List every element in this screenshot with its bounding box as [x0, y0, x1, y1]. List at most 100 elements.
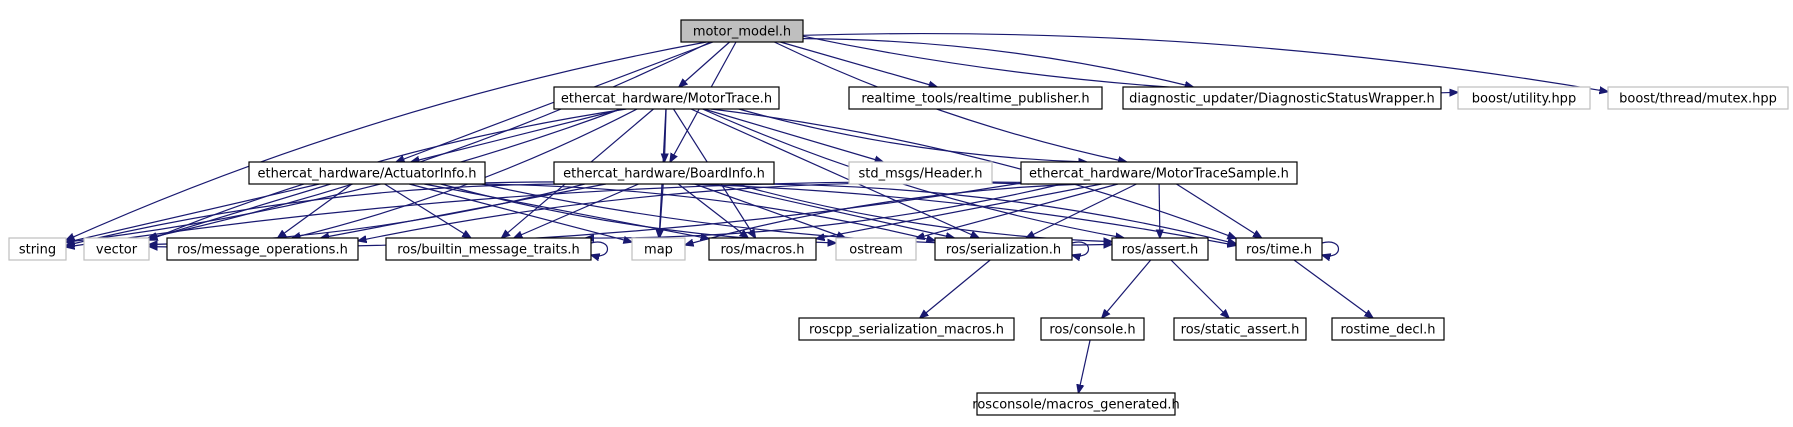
node-box	[1607, 86, 1789, 110]
node-box	[631, 237, 686, 261]
edge-motor_model-to-diag	[802, 38, 1193, 87]
node-rosconsole-macros[interactable]: rosconsole/macros_generated.h	[972, 392, 1180, 416]
node-motor-model[interactable]: motor_model.h	[680, 19, 804, 43]
edge-time-to-rostime_decl	[1293, 259, 1373, 318]
node-box	[8, 237, 67, 261]
edge-motor_model-to-string	[66, 41, 707, 240]
edge-motor_model-to-vector	[148, 41, 711, 238]
node-box	[848, 86, 1103, 110]
edge-actuatorinfo-to-string	[66, 183, 320, 242]
node-box	[976, 392, 1176, 416]
node-box	[385, 237, 592, 261]
node-boardinfo[interactable]: ethercat_hardware/BoardInfo.h	[553, 161, 775, 185]
node-box	[1040, 317, 1145, 341]
edge-motortrace-to-actuatorinfo	[411, 108, 623, 162]
edge-serialization-to-serialization	[1072, 241, 1089, 256]
node-label: ros/builtin_message_traits.h	[397, 243, 580, 258]
node-label: vector	[96, 243, 138, 258]
node-label: ethercat_hardware/BoardInfo.h	[563, 167, 765, 182]
edge-actuatorinfo-to-macros	[424, 183, 709, 239]
node-label: ethercat_hardware/MotorTraceSample.h	[1029, 167, 1289, 182]
edge-tracesample-to-macros	[816, 183, 1102, 239]
edge-boardinfo-to-time	[752, 183, 1236, 244]
node-macros[interactable]: ros/macros.h	[708, 237, 817, 261]
edge-builtin-to-builtin	[591, 241, 608, 256]
node-label: rosconsole/macros_generated.h	[972, 398, 1179, 413]
node-box	[166, 237, 359, 261]
edge-boardinfo-to-string	[66, 183, 574, 246]
edge-tracesample-to-time	[1176, 183, 1261, 238]
header-nodes: motor_model.h ethercat_hardware/MotorTrac…	[8, 19, 1789, 416]
node-console[interactable]: ros/console.h	[1040, 317, 1145, 341]
node-rt-pub[interactable]: realtime_tools/realtime_publisher.h	[848, 86, 1103, 110]
node-ostream: ostream	[835, 237, 917, 261]
node-label: ethercat_hardware/ActuatorInfo.h	[258, 167, 477, 182]
node-diag[interactable]: diagnostic_updater/DiagnosticStatusWrapp…	[1122, 86, 1442, 110]
node-label: std_msgs/Header.h	[859, 167, 983, 182]
edge-motor_model-to-rt_pub	[780, 41, 937, 87]
node-builtin[interactable]: ros/builtin_message_traits.h	[385, 237, 592, 261]
node-map: map	[631, 237, 686, 261]
node-label: ros/console.h	[1049, 323, 1135, 338]
node-time[interactable]: ros/time.h	[1235, 237, 1323, 261]
edge-assert-to-static_assert	[1170, 259, 1229, 318]
node-box	[1111, 237, 1209, 261]
node-box	[1122, 86, 1442, 110]
edge-motortrace-to-tracesample	[738, 108, 1087, 162]
node-box	[680, 19, 804, 43]
node-static-assert[interactable]: ros/static_assert.h	[1173, 317, 1307, 341]
node-actuatorinfo[interactable]: ethercat_hardware/ActuatorInfo.h	[248, 161, 486, 185]
node-motortrace[interactable]: ethercat_hardware/MotorTrace.h	[553, 86, 780, 110]
node-box	[1235, 237, 1323, 261]
edge-motortrace-to-assert	[702, 108, 1125, 238]
node-label: rostime_decl.h	[1340, 323, 1435, 338]
edge-boardinfo-to-msgops	[321, 183, 607, 238]
edge-assert-to-console	[1102, 259, 1152, 318]
node-box	[848, 161, 993, 185]
node-box	[83, 237, 150, 261]
node-label: motor_model.h	[693, 25, 791, 40]
node-tracesample[interactable]: ethercat_hardware/MotorTraceSample.h	[1020, 161, 1298, 185]
edge-console-to-rosconsole_macros	[1078, 339, 1091, 393]
edge-actuatorinfo-to-builtin	[384, 183, 471, 238]
node-msgops[interactable]: ros/message_operations.h	[166, 237, 359, 261]
edge-motor_model-to-tracesample	[774, 41, 1126, 162]
node-box	[1331, 317, 1445, 341]
edge-tracesample-to-serialization	[1026, 183, 1137, 238]
node-boost-mutex: boost/thread/mutex.hpp	[1607, 86, 1789, 110]
node-string: string	[8, 237, 67, 261]
edge-motortrace-to-string	[66, 108, 621, 242]
node-box	[835, 237, 917, 261]
node-label: boost/thread/mutex.hpp	[1619, 92, 1777, 107]
edge-motor_model-to-boost_mutex	[802, 32, 1608, 92]
node-roscpp-ser[interactable]: roscpp_serialization_macros.h	[798, 317, 1015, 341]
edge-tracesample-to-ostream	[916, 183, 1119, 238]
node-box	[708, 237, 817, 261]
node-label: string	[19, 243, 56, 258]
node-box	[553, 161, 775, 185]
node-label: ros/assert.h	[1122, 243, 1199, 258]
node-label: diagnostic_updater/DiagnosticStatusWrapp…	[1129, 92, 1435, 107]
node-label: realtime_tools/realtime_publisher.h	[861, 92, 1089, 107]
edge-motortrace-to-header	[703, 108, 883, 162]
node-label: ros/macros.h	[720, 243, 804, 258]
node-assert[interactable]: ros/assert.h	[1111, 237, 1209, 261]
node-box	[1173, 317, 1307, 341]
node-serialization[interactable]: ros/serialization.h	[934, 237, 1073, 261]
node-box	[798, 317, 1015, 341]
edge-motortrace-to-serialization	[690, 108, 979, 238]
node-box	[248, 161, 486, 185]
node-header: std_msgs/Header.h	[848, 161, 993, 185]
edge-motortrace-to-time	[711, 108, 1236, 238]
edge-tracesample-to-assert	[1159, 183, 1160, 238]
edge-motor_model-to-motortrace	[679, 41, 730, 87]
node-rostime-decl[interactable]: rostime_decl.h	[1331, 317, 1445, 341]
edge-boardinfo-to-ostream	[694, 183, 846, 238]
edge-actuatorinfo-to-map	[409, 183, 632, 242]
node-boost-utility: boost/utility.hpp	[1457, 86, 1591, 110]
edge-motor_model-to-boost_utility	[802, 35, 1458, 94]
node-box	[1020, 161, 1298, 185]
node-label: boost/utility.hpp	[1472, 92, 1576, 107]
edge-tracesample-to-map	[685, 183, 1087, 245]
node-box	[1457, 86, 1591, 110]
